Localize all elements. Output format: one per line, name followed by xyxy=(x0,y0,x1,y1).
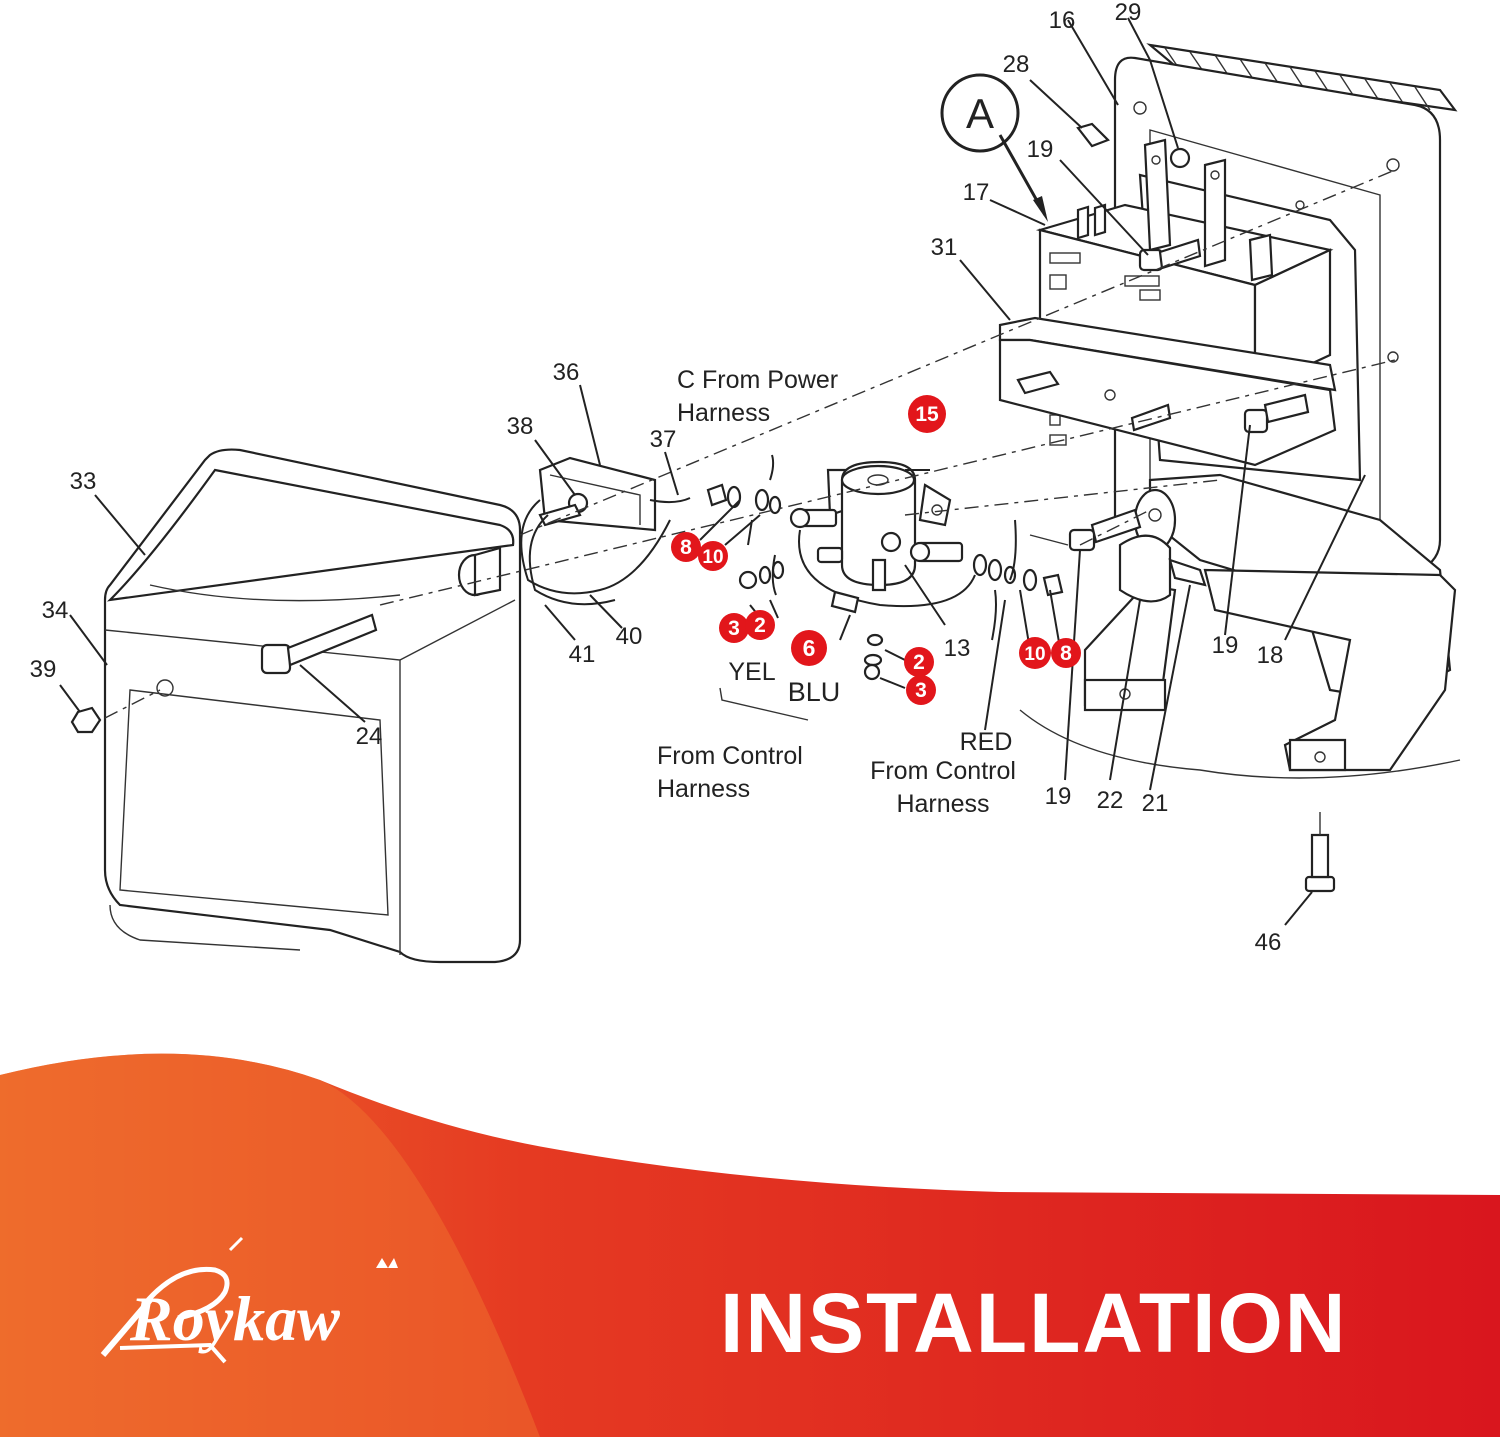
callout-8-right: 8 xyxy=(1051,638,1081,668)
svg-text:8: 8 xyxy=(680,536,692,559)
callout-3-right: 3 xyxy=(906,675,936,705)
callout-2-left: 2 xyxy=(745,610,775,640)
from-control-harness-right-line1: From Control xyxy=(870,757,1016,785)
yel-wire-label: YEL xyxy=(728,658,775,686)
svg-text:6: 6 xyxy=(803,635,816,661)
wire-labels: C From Power Harness YEL BLU From Contro… xyxy=(657,366,1016,818)
part-label: 39 xyxy=(30,656,57,683)
callout-10-right: 10 xyxy=(1019,637,1051,669)
part-label: 16 xyxy=(1049,7,1076,34)
callout-15: 15 xyxy=(908,395,946,433)
from-power-harness-line1: C From Power xyxy=(677,366,838,394)
callout-a-circle xyxy=(940,73,1020,153)
part-label: 38 xyxy=(507,413,534,440)
part-label: 13 xyxy=(944,635,971,662)
part-label: 33 xyxy=(70,468,97,495)
svg-text:3: 3 xyxy=(728,617,740,640)
part-label: 28 xyxy=(1003,51,1030,78)
svg-text:15: 15 xyxy=(915,403,939,426)
callout-a-letter: A xyxy=(966,90,994,137)
part-label: 17 xyxy=(963,179,990,206)
cover-and-switch xyxy=(70,448,691,964)
part-label: 24 xyxy=(356,723,383,750)
callout-3-left: 3 xyxy=(719,613,749,643)
part-label: 29 xyxy=(1115,0,1142,26)
part-label: 19 xyxy=(1027,136,1054,163)
part-label: 34 xyxy=(42,597,69,624)
highlight-callouts: 15 8 10 3 2 6 2 3 xyxy=(671,395,1081,705)
installation-banner: Roykaw INSTALLATION xyxy=(0,1053,1500,1437)
part-label: 36 xyxy=(553,359,580,386)
callout-2-right: 2 xyxy=(904,647,934,677)
assembly-guide-lines xyxy=(104,169,1396,719)
part-label: 41 xyxy=(569,641,596,668)
blu-wire-label: BLU xyxy=(788,677,841,707)
callout-6: 6 xyxy=(791,630,827,666)
part-label: 18 xyxy=(1257,642,1284,669)
svg-text:8: 8 xyxy=(1060,642,1072,665)
part-label: 19 xyxy=(1212,632,1239,659)
part-label: 22 xyxy=(1097,787,1124,814)
banner-title: INSTALLATION xyxy=(720,1276,1347,1370)
svg-text:2: 2 xyxy=(913,651,925,674)
svg-text:3: 3 xyxy=(915,679,927,702)
from-power-harness-line2: Harness xyxy=(677,399,770,427)
part-label: 37 xyxy=(650,426,677,453)
part-label: 19 xyxy=(1045,783,1072,810)
brand-name: Roykaw xyxy=(129,1283,340,1354)
part-label: 40 xyxy=(616,623,643,650)
leader-lines xyxy=(59,17,1366,926)
part-label: 46 xyxy=(1255,929,1282,956)
from-control-harness-right-line2: Harness xyxy=(896,790,989,818)
roykaw-logo: Roykaw xyxy=(100,1236,398,1364)
part-label: 21 xyxy=(1142,790,1169,817)
svg-text:10: 10 xyxy=(1024,644,1045,665)
red-wire-label: RED xyxy=(960,728,1013,756)
callout-10-left: 10 xyxy=(698,541,728,571)
from-control-harness-left-line2: Harness xyxy=(657,775,750,803)
callout-8-left: 8 xyxy=(671,532,701,562)
svg-text:10: 10 xyxy=(702,547,723,568)
part-label: 31 xyxy=(931,234,958,261)
from-control-harness-left-line1: From Control xyxy=(657,742,803,770)
solenoid-assembly xyxy=(706,454,1064,681)
svg-text:2: 2 xyxy=(754,614,766,637)
part-number-labels: 16 29 28 19 17 31 36 38 37 33 34 39 24 4… xyxy=(30,0,1284,956)
